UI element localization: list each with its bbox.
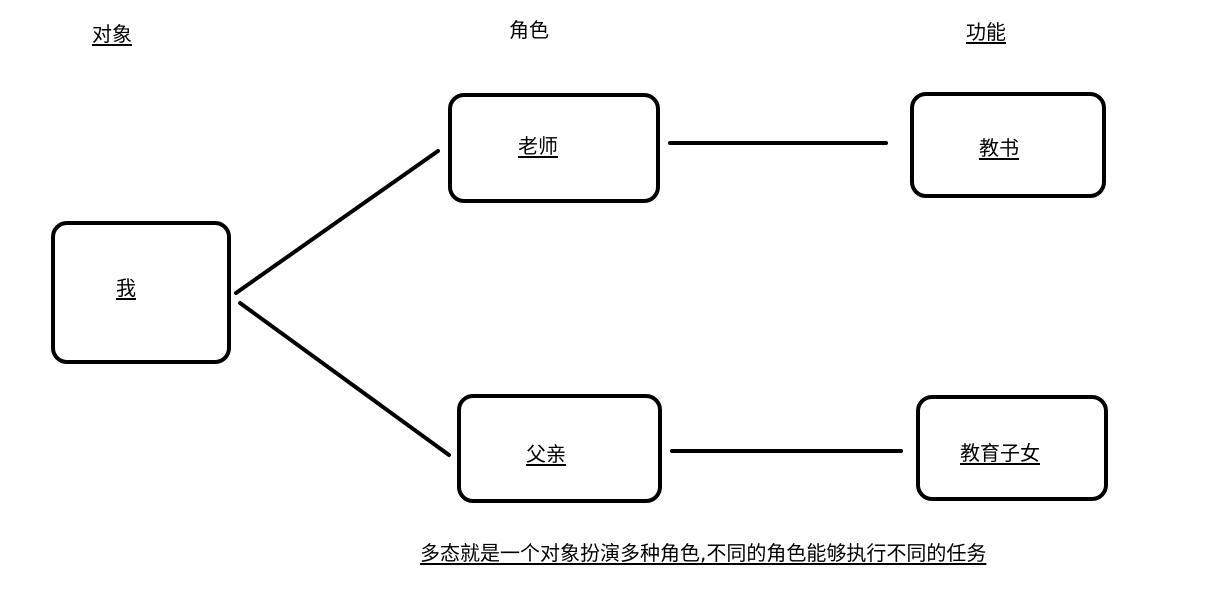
- header-role: 角色: [509, 18, 549, 42]
- edge-me-teacher: [234, 149, 440, 295]
- header-object: 对象: [92, 22, 132, 46]
- node-father-label: 父亲: [526, 442, 566, 466]
- node-educate-children: [916, 395, 1108, 501]
- node-me-label: 我: [116, 276, 136, 300]
- diagram-caption: 多态就是一个对象扮演多种角色,不同的角色能够执行不同的任务: [420, 541, 987, 565]
- node-educate-children-label: 教育子女: [960, 441, 1040, 465]
- node-me: [51, 221, 231, 364]
- header-function: 功能: [966, 20, 1006, 44]
- node-teacher: [448, 93, 660, 203]
- node-father: [457, 394, 662, 503]
- node-teaching: [910, 92, 1106, 198]
- edge-me-father: [238, 301, 451, 457]
- node-teacher-label: 老师: [518, 134, 558, 158]
- node-teaching-label: 教书: [979, 136, 1019, 160]
